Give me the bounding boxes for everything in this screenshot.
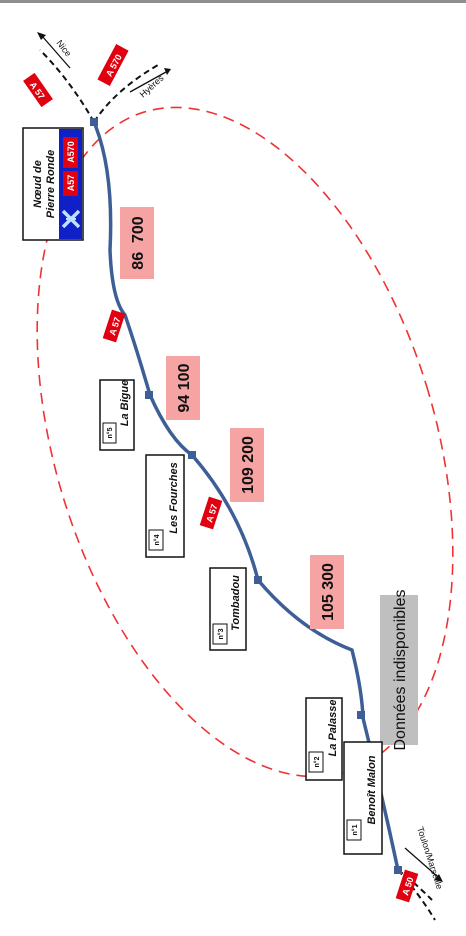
direction-nice-label: Nice (54, 38, 73, 58)
noeud-badge-a57: A57 (66, 175, 76, 192)
route-badge-a570-top: A 570 (97, 44, 129, 86)
noeud-pierre-ronde-box: Nœud de Pierre Ronde A57 A570 (22, 127, 84, 241)
junction-marker-tombadou (254, 576, 262, 584)
arrow-hyeres (129, 68, 171, 93)
exit-number: n°4 (153, 534, 161, 545)
traffic-box-seg2: 94 100 (166, 356, 200, 420)
interchange-icon (61, 209, 81, 229)
exit-name: Benoît Malon (366, 755, 378, 824)
noeud-badge-a570: A570 (66, 141, 76, 163)
exit-name: La Bigue (119, 380, 131, 426)
junction-marker-benoit-malon (394, 866, 402, 874)
traffic-box-seg3: 109 200 (230, 428, 264, 502)
exit-number: n°3 (217, 628, 225, 639)
traffic-unavailable-box: Données indisponibles (380, 590, 418, 751)
svg-text:Données indisponibles: Données indisponibles (392, 590, 409, 751)
noeud-title-line2: Pierre Ronde (45, 150, 57, 218)
top-divider (0, 0, 466, 3)
traffic-box-seg1: 86 700 (120, 207, 154, 279)
route-badge-a57-mid1: A 57 (102, 309, 126, 343)
exit-box-la-bigue: n°5 La Bigue (99, 379, 135, 451)
svg-text:109 200: 109 200 (240, 436, 257, 494)
exit-box-la-palasse: n°2 La Palasse (305, 697, 343, 781)
arrow-toulon-marseille (404, 847, 443, 882)
svg-text:105 300: 105 300 (320, 563, 337, 621)
exit-name: Tombadou (230, 575, 242, 631)
exit-box-benoit-malon: n°1 Benoît Malon (343, 741, 383, 855)
road-nice (39, 49, 95, 123)
svg-text:94 100: 94 100 (176, 363, 193, 412)
traffic-box-seg4: 105 300 (310, 555, 344, 629)
corridor-ellipse (36, 106, 454, 778)
junction-marker-pierre-ronde (90, 118, 98, 126)
svg-text:86 700: 86 700 (130, 216, 147, 269)
direction-toulon-marseille-label: Toulon/Marseille (415, 826, 445, 891)
junction-marker-la-bigue (145, 391, 153, 399)
exit-number: n°2 (313, 756, 321, 767)
road-bottom-1 (397, 869, 436, 921)
road-hyeres (93, 64, 159, 123)
junction-marker-les-fourches (188, 451, 196, 459)
exit-name: La Palasse (327, 700, 339, 757)
badge-a57-panel (63, 171, 78, 196)
exit-box-les-fourches: n°4 Les Fourches (145, 454, 185, 558)
route-badge-a57-mid2: A 57 (199, 496, 223, 530)
exit-name: Les Fourches (168, 462, 180, 534)
exit-number: n°5 (106, 427, 114, 438)
route-badge-a57-top: A 57 (23, 72, 53, 108)
badge-a570-panel (63, 137, 78, 168)
route-badge-a50-bottom: A 50 (395, 869, 419, 903)
junction-marker-la-palasse (357, 711, 365, 719)
arrow-nice (37, 32, 71, 69)
exit-number: n°1 (351, 824, 359, 835)
noeud-title-line1: Nœud de (32, 160, 44, 208)
exit-box-tombadou: n°3 Tombadou (209, 567, 247, 651)
